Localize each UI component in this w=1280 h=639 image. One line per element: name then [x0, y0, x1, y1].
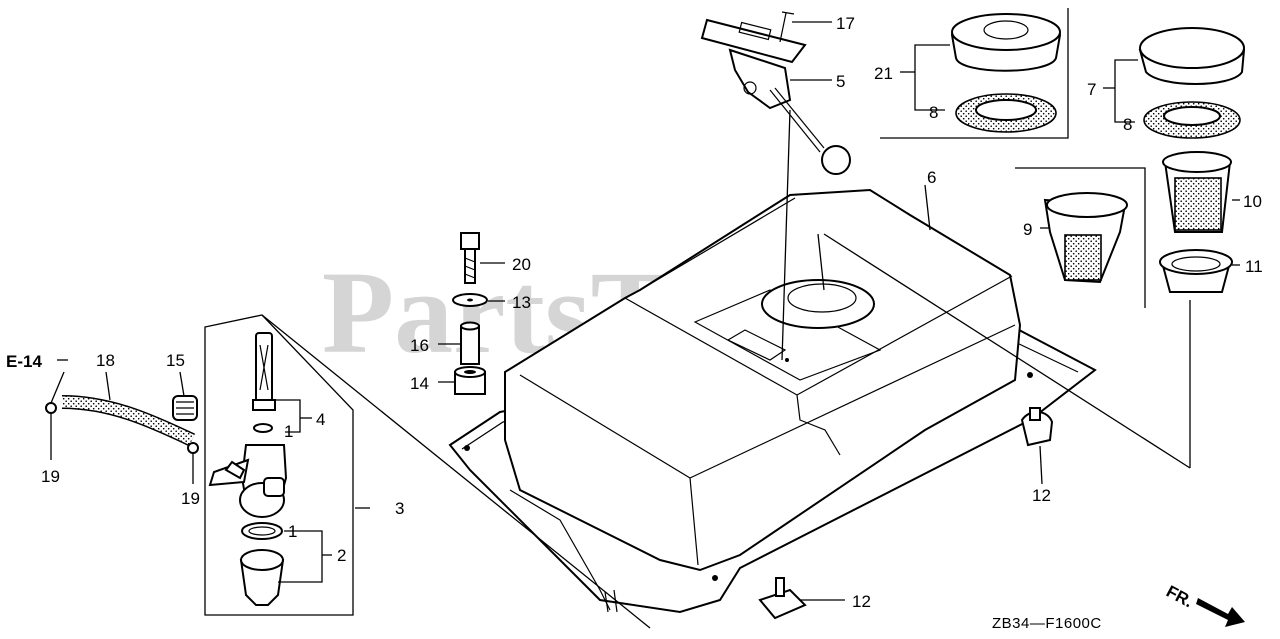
fuel-strainer-10[interactable] — [1162, 151, 1232, 233]
fuel-cap-7[interactable] — [1138, 27, 1246, 85]
callout-20: 20 — [512, 255, 531, 274]
cap-packing-8b[interactable] — [1143, 101, 1241, 139]
callout-12b: 12 — [852, 592, 871, 611]
gauge-screw[interactable] — [779, 11, 795, 43]
cock-frame — [204, 314, 354, 616]
callout-13: 13 — [512, 293, 531, 312]
fuel-cup-2[interactable] — [239, 549, 285, 606]
cock-leader-diag — [261, 314, 651, 629]
leader-lines — [50, 21, 1240, 601]
callout-9: 9 — [1023, 220, 1032, 239]
o-ring-1b[interactable] — [241, 522, 283, 540]
callout-labels: 17 5 21 8 7 8 6 10 9 11 20 13 16 14 18 1… — [41, 14, 1263, 611]
washer-13[interactable] — [452, 293, 488, 307]
callout-12a: 12 — [1032, 486, 1051, 505]
tank-mount-12a[interactable] — [1020, 407, 1054, 447]
cap-packing-8a[interactable] — [955, 93, 1057, 133]
fuel-cap-21[interactable] — [950, 13, 1062, 72]
callout-19a: 19 — [41, 467, 60, 486]
strainer-frame — [1015, 167, 1146, 308]
callout-10: 10 — [1243, 192, 1262, 211]
tube-clip-19b[interactable] — [187, 442, 199, 454]
callout-8b: 8 — [1123, 115, 1132, 134]
callout-18: 18 — [96, 351, 115, 370]
callout-15: 15 — [166, 351, 185, 370]
callout-3: 3 — [395, 499, 404, 518]
callout-8a: 8 — [929, 103, 938, 122]
callout-21: 21 — [874, 64, 893, 83]
fuel-tube-18[interactable] — [61, 395, 196, 447]
callout-5: 5 — [836, 72, 845, 91]
tube-clip-19a[interactable] — [45, 402, 57, 414]
strainer-ring-11[interactable] — [1159, 249, 1233, 293]
fuel-tank[interactable] — [448, 188, 1097, 614]
collar-16[interactable] — [460, 321, 480, 365]
fuel-cock-filter-4[interactable] — [252, 332, 276, 411]
direction-label: FR. — [1163, 582, 1196, 612]
reference-label[interactable]: E-14 — [6, 352, 42, 371]
callout-4: 4 — [316, 410, 325, 429]
callout-11: 11 — [1245, 257, 1263, 276]
callout-1a: 1 — [284, 422, 293, 441]
rubber-mount-14[interactable] — [454, 366, 486, 395]
callout-6: 6 — [927, 168, 936, 187]
drawing-code: ZB34—F1600C — [992, 615, 1102, 632]
callout-7: 7 — [1087, 80, 1096, 99]
cap-frame — [880, 8, 1069, 139]
callout-19b: 19 — [181, 489, 200, 508]
front-direction-arrow: FR. — [1163, 582, 1245, 627]
callout-17: 17 — [836, 14, 855, 33]
fuel-gauge[interactable] — [700, 18, 851, 175]
callout-2: 2 — [337, 546, 346, 565]
arrow-icon — [1196, 598, 1245, 627]
o-ring-1a[interactable] — [253, 423, 273, 433]
callout-14: 14 — [410, 374, 429, 393]
flange-bolt-20[interactable] — [460, 232, 480, 284]
tube-clip-15[interactable] — [172, 395, 198, 421]
fuel-cock-body[interactable] — [208, 444, 288, 518]
tank-mount-12b[interactable] — [758, 577, 807, 620]
fuel-strainer-9[interactable] — [1043, 192, 1128, 284]
callout-1b: 1 — [288, 522, 297, 541]
callout-16: 16 — [410, 336, 429, 355]
